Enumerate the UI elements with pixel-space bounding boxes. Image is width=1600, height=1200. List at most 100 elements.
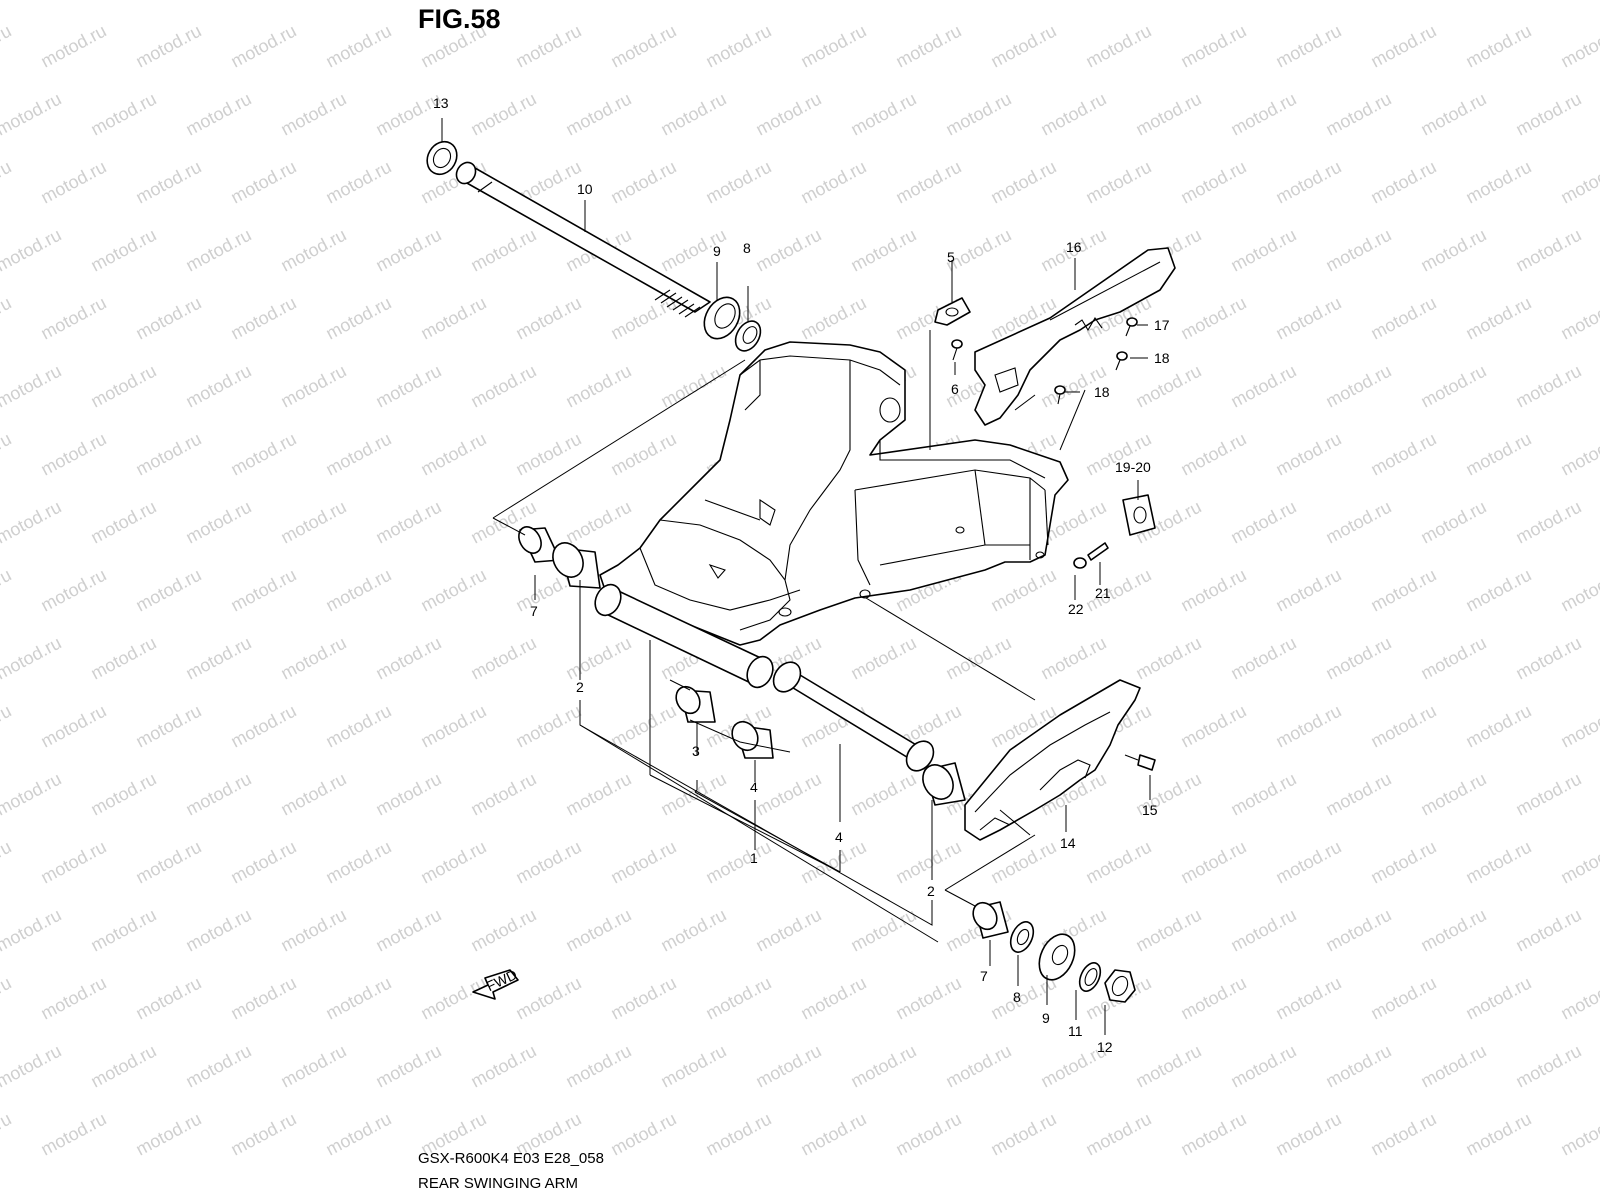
watermark-text: motod.ru (37, 21, 109, 72)
swing-arm (594, 341, 1069, 689)
watermark-text: motod.ru (1512, 905, 1584, 956)
watermark-text: motod.ru (1417, 633, 1489, 684)
watermark-text: motod.ru (1417, 769, 1489, 820)
watermark-text: motod.ru (562, 633, 634, 684)
watermark-text: motod.ru (607, 1109, 679, 1160)
watermark-text: motod.ru (1512, 0, 1584, 4)
watermark-text: motod.ru (1177, 973, 1249, 1024)
callout-21: 21 (1095, 585, 1111, 601)
watermark-text: motod.ru (1037, 89, 1109, 140)
watermark-text: motod.ru (1557, 973, 1600, 1024)
bracket-5 (934, 297, 971, 326)
watermark-text: motod.ru (372, 769, 444, 820)
watermark-text: motod.ru (657, 1041, 729, 1092)
watermark-text: motod.ru (277, 89, 349, 140)
watermark-text: motod.ru (562, 89, 634, 140)
watermark-text: motod.ru (87, 89, 159, 140)
watermark-text: motod.ru (1367, 429, 1439, 480)
callout-7a: 7 (530, 603, 538, 619)
watermark-text: motod.ru (1462, 157, 1534, 208)
bushing-2-upper (552, 542, 601, 589)
watermark-text: motod.ru (942, 1041, 1014, 1092)
watermark-text: motod.ru (1272, 21, 1344, 72)
watermark-text: motod.ru (1367, 973, 1439, 1024)
watermark-text: motod.ru (752, 769, 824, 820)
watermark-text: motod.ru (227, 837, 299, 888)
watermark-text: motod.ru (797, 1109, 869, 1160)
callout-14: 14 (1060, 835, 1076, 851)
watermark-text: motod.ru (1512, 225, 1584, 276)
watermark-text: motod.ru (467, 0, 539, 4)
watermark-text: motod.ru (0, 1109, 15, 1160)
screw-18b (1054, 385, 1066, 405)
watermark-text: motod.ru (322, 293, 394, 344)
watermark-text: motod.ru (372, 361, 444, 412)
watermark-text: motod.ru (1272, 565, 1344, 616)
watermark-text: motod.ru (322, 21, 394, 72)
watermark-text: motod.ru (752, 1041, 824, 1092)
watermark-text: motod.ru (0, 157, 15, 208)
bolt-21 (1087, 542, 1109, 561)
watermark-text: motod.ru (1367, 1109, 1439, 1160)
watermark-text: motod.ru (1512, 633, 1584, 684)
watermark-text: motod.ru (607, 973, 679, 1024)
bearing-9-upper (703, 296, 741, 340)
watermark-text: motod.ru (1322, 633, 1394, 684)
watermark-text: motod.ru (0, 361, 65, 412)
screw-18a (1115, 351, 1128, 371)
watermark-text: motod.ru (87, 361, 159, 412)
watermark-text: motod.ru (1417, 0, 1489, 4)
watermark-text: motod.ru (512, 701, 584, 752)
watermark-text: motod.ru (892, 1109, 964, 1160)
watermark-text: motod.ru (277, 1041, 349, 1092)
pivot-shaft (455, 161, 711, 318)
watermark-text: motod.ru (562, 0, 634, 4)
watermark-text: motod.ru (1417, 361, 1489, 412)
watermark-text: motod.ru (372, 633, 444, 684)
watermark-text: motod.ru (702, 157, 774, 208)
watermark-text: motod.ru (0, 497, 65, 548)
watermark-text: motod.ru (37, 565, 109, 616)
watermark-text: motod.ru (892, 157, 964, 208)
watermark-text: motod.ru (1272, 837, 1344, 888)
watermark-text: motod.ru (417, 565, 489, 616)
watermark-text: motod.ru (1557, 837, 1600, 888)
watermark-text: motod.ru (1082, 21, 1154, 72)
watermark-text: motod.ru (1177, 1109, 1249, 1160)
watermark-text: motod.ru (1367, 701, 1439, 752)
watermark-text: motod.ru (1227, 769, 1299, 820)
watermark-text: motod.ru (87, 497, 159, 548)
watermark-text: motod.ru (1177, 157, 1249, 208)
watermark-text: motod.ru (1512, 89, 1584, 140)
watermark-text: motod.ru (1132, 633, 1204, 684)
watermark-text: motod.ru (0, 21, 15, 72)
watermark-text: motod.ru (417, 837, 489, 888)
watermark-text: motod.ru (1227, 497, 1299, 548)
watermark-text: motod.ru (37, 1109, 109, 1160)
watermark-text: motod.ru (1322, 769, 1394, 820)
watermark-text: motod.ru (227, 157, 299, 208)
callout-1: 1 (750, 850, 758, 866)
watermark-text: motod.ru (277, 633, 349, 684)
callout-8: 8 (743, 240, 751, 256)
callout-4: 4 (835, 829, 843, 845)
callout-22: 22 (1068, 601, 1084, 617)
watermark-text: motod.ru (1227, 89, 1299, 140)
watermark-text: motod.ru (467, 905, 539, 956)
watermark-text: motod.ru (182, 905, 254, 956)
watermark-text: motod.ru (1367, 21, 1439, 72)
watermark-text: motod.ru (942, 89, 1014, 140)
watermark-text: motod.ru (797, 157, 869, 208)
watermark-text: motod.ru (892, 837, 964, 888)
watermark-text: motod.ru (1082, 565, 1154, 616)
watermark-text: motod.ru (37, 701, 109, 752)
watermark-text: motod.ru (277, 497, 349, 548)
leader-lines (441, 118, 1151, 1035)
callout-2a: 2 (576, 679, 584, 695)
watermark-text: motod.ru (0, 701, 15, 752)
watermark-text: motod.ru (467, 225, 539, 276)
watermark-text: motod.ru (132, 837, 204, 888)
watermark-text: motod.ru (0, 1041, 65, 1092)
watermark-text: motod.ru (227, 565, 299, 616)
watermark-text: motod.ru (467, 633, 539, 684)
